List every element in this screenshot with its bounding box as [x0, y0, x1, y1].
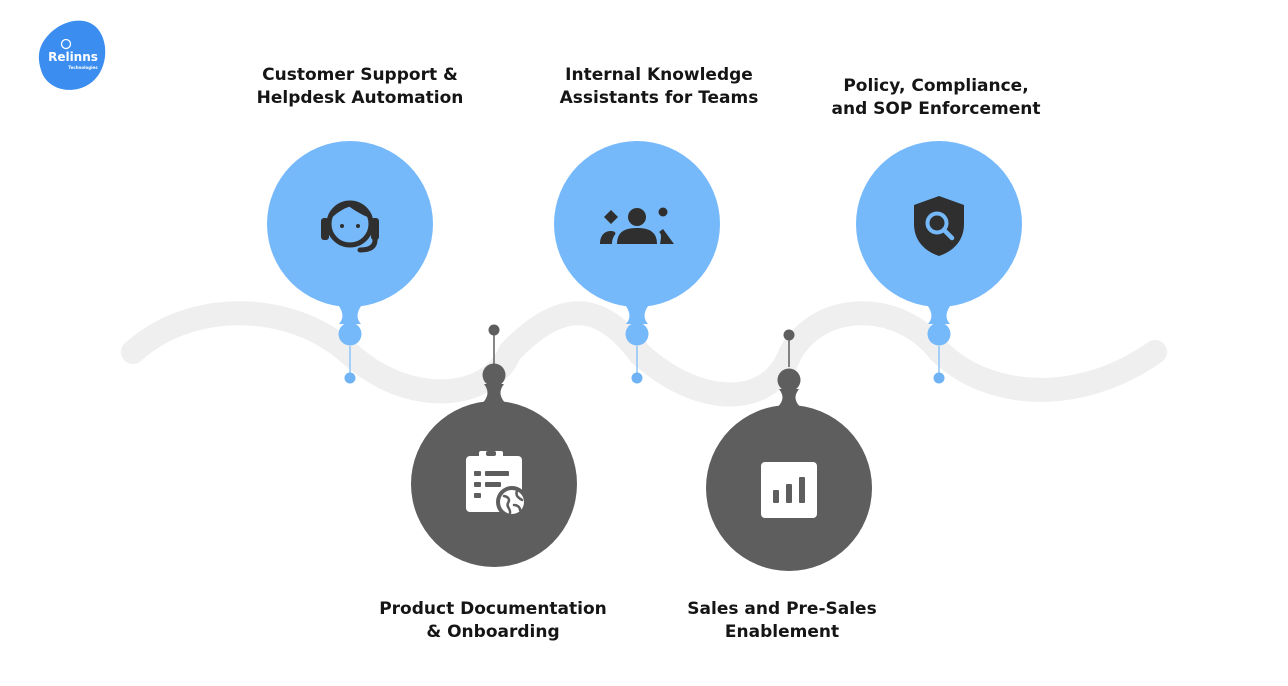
track-dot [783, 329, 795, 341]
use-case-policy-compliance [856, 141, 1022, 384]
brand-logo: Relinns Technologies [38, 20, 106, 90]
use-case-customer-support [267, 141, 433, 384]
logo-tagline: Technologies [68, 65, 98, 70]
label-internal-knowledge: Internal Knowledge Assistants for Teams [559, 65, 759, 108]
shield-search-icon [914, 196, 964, 256]
use-case-internal-knowledge [554, 141, 720, 384]
track-dot [631, 372, 643, 384]
team-icon [600, 207, 674, 244]
pin-stem [623, 302, 651, 324]
track-dot [344, 372, 356, 384]
label-sales-enablement: Sales and Pre-Sales Enablement [687, 599, 877, 642]
feature-circle [267, 141, 433, 307]
pin-knob [927, 322, 951, 346]
label-customer-support: Customer Support & Helpdesk Automation [256, 65, 464, 108]
pin-knob [338, 322, 362, 346]
pin-stem [480, 384, 508, 406]
pin-stem [925, 302, 953, 324]
pin-stem [775, 389, 803, 410]
logo-text: Relinns [48, 50, 98, 64]
use-case-sales-enablement [706, 329, 872, 571]
pin-knob [625, 322, 649, 346]
pin-knob [777, 368, 801, 392]
headset-agent-icon [321, 200, 379, 253]
pin-knob [482, 363, 506, 387]
label-product-docs: Product Documentation & Onboarding [379, 599, 607, 642]
bar-chart-icon [761, 462, 817, 518]
bulb-icon [60, 38, 72, 50]
track-dot [933, 372, 945, 384]
track-dot [488, 324, 500, 336]
label-policy-compliance: Policy, Compliance, and SOP Enforcement [831, 76, 1041, 119]
wave-track [121, 301, 1167, 407]
pin-stem [336, 302, 364, 324]
use-case-product-docs [411, 324, 577, 567]
document-globe-icon [466, 451, 528, 518]
